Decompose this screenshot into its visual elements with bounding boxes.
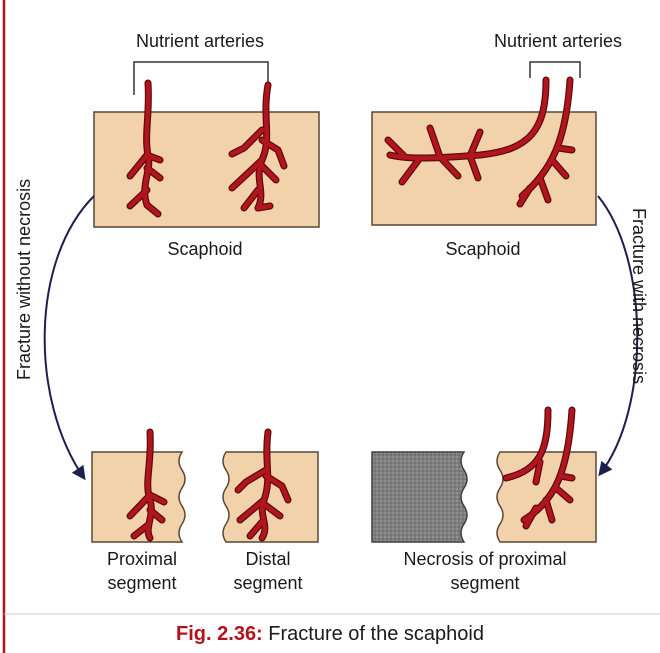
necrosis-label-line2: segment <box>370 572 600 594</box>
nutrient-arteries-label-right: Nutrient arteries <box>478 30 638 52</box>
fracture-with-necrosis-label: Fracture with necrosis <box>628 208 649 384</box>
fracture-without-necrosis-label: Fracture without necrosis <box>14 179 35 380</box>
scaphoid-top-left <box>94 112 319 227</box>
proximal-label-line1: Proximal <box>82 548 202 570</box>
nutrient-bracket-left <box>134 62 268 95</box>
distal-label-line2: segment <box>208 572 328 594</box>
distal-label-line1: Distal <box>208 548 328 570</box>
arrow-fracture-without-necrosis <box>45 196 94 478</box>
proximal-label-line2: segment <box>82 572 202 594</box>
scaphoid-label-left: Scaphoid <box>130 238 280 260</box>
figure-caption-text: Fracture of the scaphoid <box>263 623 484 645</box>
nutrient-arteries-label-left: Nutrient arteries <box>120 30 280 52</box>
scaphoid-label-right: Scaphoid <box>408 238 558 260</box>
nutrient-bracket-right <box>530 62 580 78</box>
necrotic-proximal-segment <box>372 452 467 542</box>
figure-caption: Fig. 2.36: Fracture of the scaphoid <box>0 623 660 646</box>
necrosis-label-line1: Necrosis of proximal <box>370 548 600 570</box>
figure-number: Fig. 2.36: <box>176 623 263 645</box>
